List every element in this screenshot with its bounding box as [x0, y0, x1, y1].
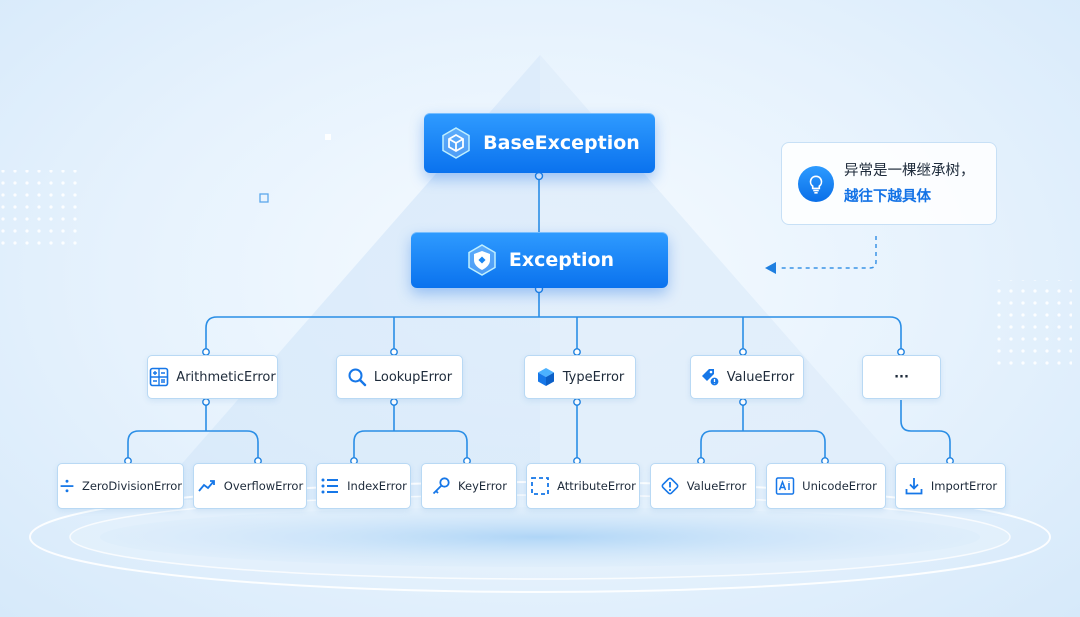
node-label: OverflowError — [223, 479, 304, 493]
list-icon — [321, 478, 339, 494]
node-label: LookupError — [373, 369, 453, 385]
node-label: AttributeError — [557, 479, 636, 493]
leaf-index-error: IndexError — [316, 463, 411, 509]
leaf-import-error: ImportError — [895, 463, 1006, 509]
lightbulb-icon — [798, 165, 834, 202]
node-label: ZeroDivisionError — [81, 479, 183, 493]
note-pointer-line — [778, 236, 877, 269]
download-icon — [905, 478, 923, 495]
dashed-square-icon — [531, 477, 549, 495]
divide-icon — [60, 479, 74, 493]
note-line-2: 越往下越具体 — [844, 188, 931, 205]
node-lookup-error: LookupError — [336, 355, 463, 399]
node-label: ImportError — [930, 479, 998, 493]
leaf-overflow-error: OverflowError — [193, 463, 307, 509]
node-label: KeyError — [458, 479, 507, 493]
note-pointer-arrow — [765, 262, 776, 274]
node-label: BaseException — [483, 132, 640, 154]
trend-up-icon — [198, 480, 215, 492]
cube-solid-icon — [537, 368, 554, 386]
node-label: ValueError — [686, 479, 747, 493]
dot-grid-left — [0, 170, 82, 252]
node-label: UnicodeError — [802, 479, 877, 493]
node-label: ValueError — [726, 369, 795, 385]
leaf-key-error: KeyError — [421, 463, 517, 509]
note-line-1: 异常是一棵继承树， — [844, 162, 975, 179]
leaf-unicode-error: UnicodeError — [766, 463, 886, 509]
node-label: IndexError — [347, 479, 407, 493]
text-box-icon — [775, 477, 795, 495]
key-icon — [432, 477, 450, 495]
tag-icon — [701, 369, 720, 387]
cube-icon — [442, 127, 470, 159]
leaf-zero-division-error: ZeroDivisionError — [57, 463, 184, 509]
warning-diamond-icon — [661, 477, 679, 495]
shield-icon — [468, 244, 496, 276]
dot-grid-right — [990, 280, 1072, 370]
node-label: ArithmeticError — [176, 369, 276, 385]
node-more: ··· — [862, 355, 941, 399]
node-arithmetic-error: ArithmeticError — [147, 355, 278, 399]
base-disc — [100, 507, 980, 567]
connectors — [127, 173, 951, 461]
calculator-icon — [149, 367, 169, 387]
leaf-value-error: ValueError — [650, 463, 756, 509]
node-exception: Exception — [411, 232, 668, 288]
small-square-deco — [259, 193, 269, 203]
more-ellipsis: ··· — [894, 369, 909, 385]
node-base-exception: BaseException — [424, 113, 655, 173]
node-label: Exception — [508, 249, 615, 271]
note-callout: 异常是一棵继承树， 越往下越具体 — [781, 142, 997, 225]
small-square-deco-2 — [325, 134, 331, 140]
node-label: TypeError — [562, 369, 625, 385]
leaf-attribute-error: AttributeError — [526, 463, 640, 509]
node-type-error: TypeError — [524, 355, 636, 399]
magnifier-icon — [348, 368, 367, 387]
node-value-error: ValueError — [690, 355, 804, 399]
